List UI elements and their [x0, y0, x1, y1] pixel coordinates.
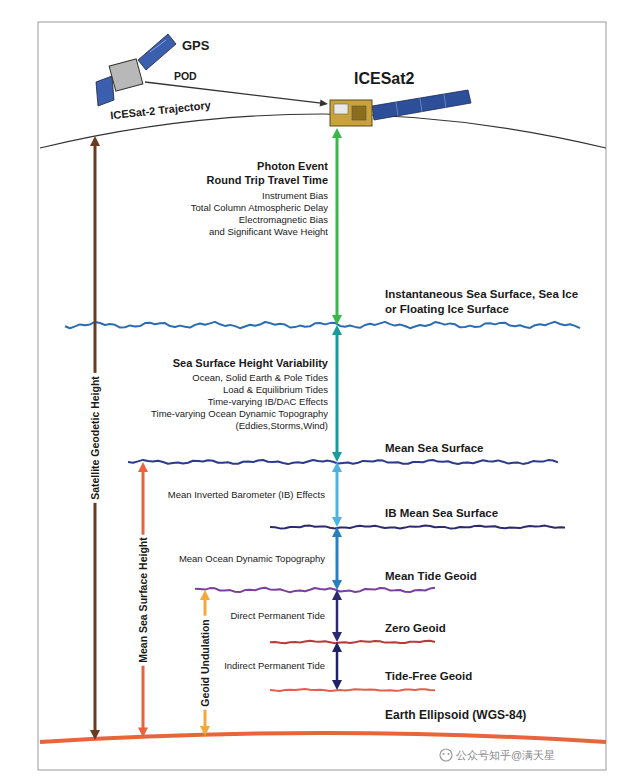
node-label: ICESat-2 Trajectory	[110, 99, 212, 121]
trajectory-node: ICESat-2 Trajectory	[40, 100, 606, 138]
surface-line	[270, 526, 565, 529]
watermark-icon	[440, 749, 452, 761]
node-label: Mean Tide Geoid	[385, 569, 477, 584]
surface-line	[195, 588, 435, 593]
gps-node: GPS	[90, 32, 230, 104]
arrowhead	[332, 632, 342, 642]
annotation: Round Trip Travel Time	[207, 174, 328, 187]
edge-label: Mean Ocean Dynamic Topography	[177, 553, 327, 565]
arrowhead	[138, 728, 148, 738]
surface-line	[128, 460, 558, 464]
connector	[337, 599, 338, 633]
annotation: (Eddies,Storms,Wind)	[236, 420, 328, 432]
gps-satellite	[96, 34, 176, 106]
connector-line	[336, 334, 339, 453]
surface-line	[270, 641, 435, 644]
edge-label: Geoid Undulation	[199, 616, 211, 710]
connector-line	[336, 137, 339, 316]
arrowhead	[332, 642, 342, 652]
surface-node: Zero Geoid	[270, 620, 520, 642]
node-label: Zero Geoid	[385, 621, 446, 636]
surface-node: Instantaneous Sea Surface, Sea Ice or Fl…	[65, 270, 595, 325]
node-label: GPS	[182, 38, 209, 53]
surface-node: Mean Tide Geoid	[195, 568, 525, 590]
arrowhead	[138, 462, 148, 472]
connector	[337, 471, 338, 518]
annotation: Load & Equilibrium Tides	[223, 384, 328, 396]
annotation: Total Column Atmospheric Delay	[191, 202, 328, 214]
annotation: Sea Surface Height Variability	[173, 357, 328, 370]
connector-line	[336, 536, 339, 581]
arrowhead	[332, 315, 342, 325]
edge-label: Indirect Permanent Tide	[222, 660, 327, 672]
connector-line	[336, 651, 339, 681]
node-label: ICESat2	[354, 70, 414, 88]
edge-label: Satellite Geodetic Height	[89, 373, 101, 503]
annotation: Ocean, Solid Earth & Pole Tides	[192, 372, 328, 384]
arrowhead	[332, 325, 342, 335]
edge-label: Mean Sea Surface Height	[137, 534, 149, 665]
annotation: Time-varying IB/DAC Effects	[208, 396, 328, 408]
surface-line	[65, 322, 580, 328]
node-label: Tide-Free Geoid	[385, 669, 472, 684]
connector-line	[336, 599, 339, 633]
arrowhead	[90, 730, 100, 740]
surface-node: IB Mean Sea Surface	[270, 505, 565, 527]
edge-label: POD	[171, 70, 200, 82]
annotation: Time-varying Ocean Dynamic Topography	[151, 408, 328, 420]
node-label: Mean Sea Surface	[385, 441, 483, 456]
connector-line	[145, 82, 321, 103]
ellipsoid-node: Earth Ellipsoid (WGS-84)	[40, 708, 606, 740]
icesat2-satellite	[330, 90, 471, 126]
annotation: Electromagnetic Bias	[239, 214, 328, 226]
connector	[337, 536, 338, 581]
arrowhead	[332, 680, 342, 690]
arrowhead	[332, 452, 342, 462]
edge-label: Mean Inverted Barometer (IB) Effects	[166, 489, 327, 501]
connector	[337, 137, 338, 316]
arrowhead	[332, 517, 342, 527]
arrowhead	[332, 590, 342, 600]
edge-label: Direct Permanent Tide	[228, 610, 327, 622]
connector	[145, 82, 321, 103]
arrowhead	[332, 580, 342, 590]
ellipsoid-curve	[40, 733, 606, 742]
arrowhead	[320, 100, 328, 107]
surface-node: Mean Sea Surface	[128, 438, 560, 462]
connector	[337, 334, 338, 453]
connector	[337, 651, 338, 681]
arrowhead	[332, 462, 342, 472]
arrowhead	[332, 128, 342, 138]
annotation: and Significant Wave Height	[209, 226, 328, 238]
frame	[38, 22, 606, 770]
arrowhead	[90, 136, 100, 146]
annotation: Photon Event	[257, 160, 328, 173]
node-label: IB Mean Sea Surface	[385, 506, 498, 521]
annotation: Instrument Bias	[262, 190, 328, 202]
node-label: Earth Ellipsoid (WGS-84)	[385, 708, 526, 722]
satellite-node: ICESat2	[322, 70, 482, 128]
arrowhead	[200, 590, 210, 600]
arrowhead	[200, 726, 210, 736]
connector-line	[336, 471, 339, 518]
watermark: 公众号知乎@满天星	[456, 748, 555, 763]
node-label: Instantaneous Sea Surface, Sea Ice or Fl…	[385, 287, 590, 317]
surface-line	[270, 689, 435, 691]
arrowhead	[332, 527, 342, 537]
